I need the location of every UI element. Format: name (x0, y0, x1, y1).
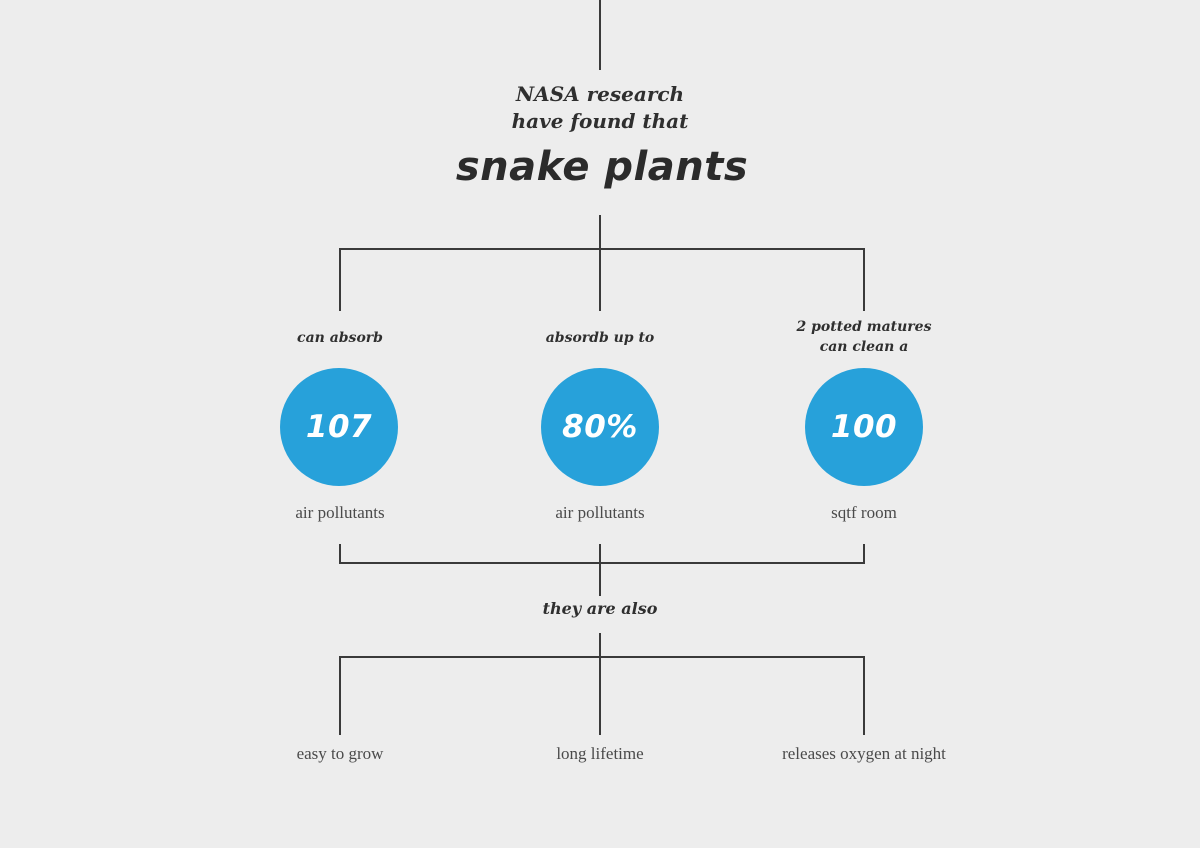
fact-value-circle-3: 100 (805, 368, 923, 486)
intro-line: have found that (511, 109, 689, 133)
fact-value-1: 107 (305, 409, 373, 445)
trait-item: long lifetime (556, 744, 644, 763)
fact-value-circle-2: 80% (541, 368, 659, 486)
lower-bracket-right-rise (863, 544, 865, 564)
fact-value-circle-1: 107 (280, 368, 398, 486)
fact-lead-line: can absorb (297, 330, 383, 346)
trait-item: releases oxygen at night (782, 744, 946, 763)
fact-lead-line: absordb up to (545, 330, 655, 346)
lower-bracket-line (339, 562, 865, 564)
lower-bracket-left-rise (339, 544, 341, 564)
trait-item: easy to grow (296, 744, 384, 763)
traits-bracket-left-drop (339, 656, 341, 735)
fact-lead-2: absordb up to (546, 328, 655, 348)
fact-value-3: 100 (830, 409, 898, 445)
fact-unit-3: sqtf room (831, 503, 897, 522)
intro-text: NASA research have found that (512, 81, 689, 135)
lower-bracket-stem (599, 544, 601, 596)
fact-lead-line: 2 potted matures (796, 319, 932, 335)
fact-lead-3: 2 potted matures can clean a (797, 317, 932, 357)
upper-bracket-left-drop (339, 248, 341, 311)
headline-title: snake plants (455, 144, 749, 190)
fact-lead-line: can clean a (819, 339, 909, 355)
headline-stem-line (599, 215, 601, 311)
fact-value-2: 80% (562, 409, 638, 445)
traits-bracket-right-drop (863, 656, 865, 735)
fact-unit-1: air pollutants (295, 503, 385, 522)
fact-lead-1: can absorb (297, 328, 383, 348)
upper-bracket-line (339, 248, 865, 250)
upper-bracket-right-drop (863, 248, 865, 311)
intro-line: NASA research (515, 82, 685, 106)
also-label: they are also (542, 599, 658, 618)
fact-unit-2: air pollutants (555, 503, 645, 522)
traits-stem-line (599, 633, 601, 735)
top-connector-line (599, 0, 601, 70)
traits-bracket-line (339, 656, 865, 658)
